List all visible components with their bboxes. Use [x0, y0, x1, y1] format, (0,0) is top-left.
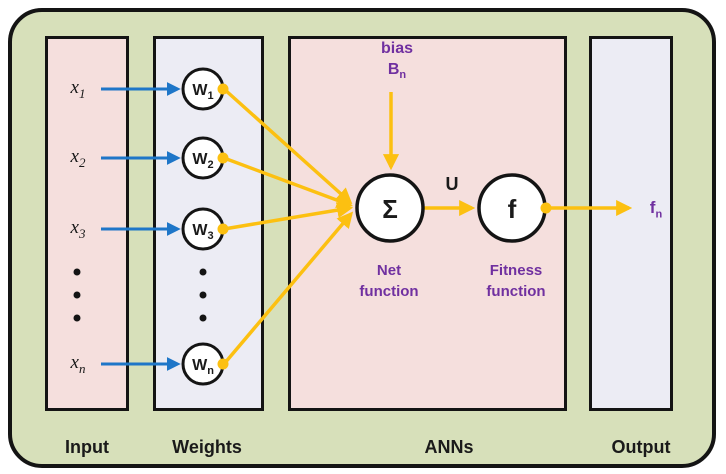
weights-ellipsis-dot — [199, 291, 207, 299]
weight-node-wn-label: Wn — [192, 357, 214, 377]
input-ellipsis-dot — [73, 291, 81, 299]
sum-symbol: Σ — [382, 194, 398, 224]
weights-ellipsis-dot — [199, 268, 207, 276]
sum-node — [355, 173, 425, 243]
output-panel-caption: Output — [611, 437, 671, 457]
bias-symbol: Bn — [387, 61, 407, 82]
input-ellipsis-dot — [73, 314, 81, 322]
input-label-x1: x1 — [70, 77, 86, 101]
input-panel — [45, 36, 129, 411]
weight-node-w3-label: W3 — [192, 222, 213, 242]
joint-dot-f — [540, 202, 552, 214]
input-label-x2: x2 — [70, 146, 86, 170]
weight-arrow-wn — [222, 211, 354, 366]
net-function-caption: Net function — [359, 262, 419, 300]
weights-panel-caption: Weights — [172, 437, 242, 457]
joint-dot-w2 — [217, 152, 229, 164]
fitness-symbol: f — [508, 194, 517, 224]
weight-arrow-w3 — [223, 202, 354, 231]
bias-word: bias — [380, 40, 413, 57]
joint-dot-w3 — [217, 223, 229, 235]
weight-arrow-w2 — [223, 156, 354, 209]
bias-label: bias Bn — [351, 38, 443, 86]
weight-arrow-w1 — [222, 87, 353, 205]
joint-dot-w1 — [217, 83, 229, 95]
u-label: U — [445, 174, 459, 194]
input-label-x3: x3 — [70, 217, 86, 241]
output-value-label: fn — [649, 198, 663, 221]
fitness-function-caption: Fitness function — [486, 262, 546, 300]
input-panel-caption: Input — [65, 437, 109, 457]
weight-node-w1-label: W1 — [192, 82, 213, 102]
weight-node-w2-label: W2 — [192, 151, 213, 171]
joint-dot-wn — [217, 358, 229, 370]
output-panel — [589, 36, 673, 411]
input-label-xn: xn — [70, 352, 86, 376]
input-ellipsis-dot — [73, 268, 81, 276]
anns-panel-caption: ANNs — [424, 437, 474, 457]
weights-ellipsis-dot — [199, 314, 207, 322]
